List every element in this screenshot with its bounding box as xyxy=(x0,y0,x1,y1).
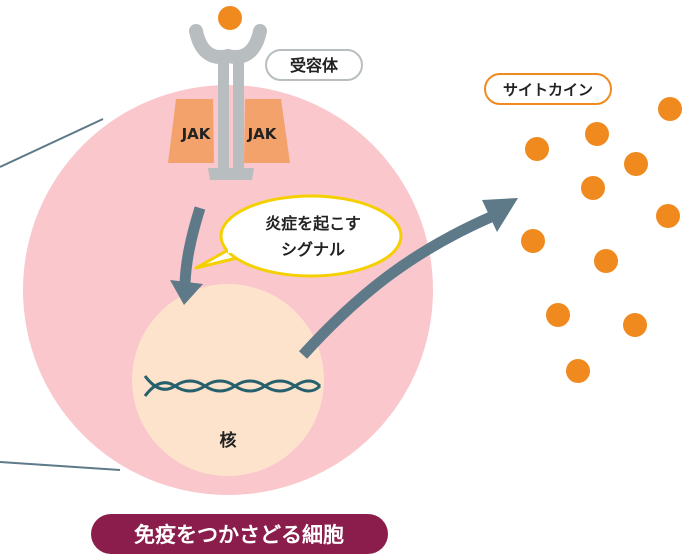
cytokine-dot xyxy=(521,229,545,253)
jak-right-label: JAK xyxy=(247,125,278,143)
cytokine-dot xyxy=(594,249,618,273)
cytokine-label: サイトカイン xyxy=(503,81,593,99)
receptor-label: 受容体 xyxy=(290,56,339,75)
cell-title: 免疫をつかさどる細胞 xyxy=(134,523,344,547)
signal-callout-tail-cover xyxy=(228,243,248,253)
signal-callout-bubble xyxy=(219,194,403,278)
receptor-base xyxy=(208,168,254,180)
cytokine-dot xyxy=(581,176,605,200)
dna-strand-b xyxy=(143,379,322,397)
receptor-stem-right xyxy=(233,52,244,170)
pointer-line-top xyxy=(0,118,104,168)
cytokine-label-pill xyxy=(484,73,612,105)
cytokine-dot xyxy=(585,122,609,146)
signal-arrow-head xyxy=(170,280,203,305)
cytokine-dots xyxy=(521,97,682,383)
jak-left-shape xyxy=(168,99,214,163)
cytokine-arrow-shaft xyxy=(298,210,496,359)
signal-arrow-shaft xyxy=(179,206,206,284)
receptor-stem-left xyxy=(218,52,229,170)
jak-right-shape xyxy=(244,99,290,163)
jak-left-label: JAK xyxy=(181,125,212,143)
cytokine-dot xyxy=(656,204,680,228)
pointer-line-bottom xyxy=(0,461,121,471)
cell-title-banner xyxy=(91,514,388,554)
receptor-label-pill xyxy=(265,49,363,81)
cytokine-dot xyxy=(658,97,682,121)
cytokine-dot xyxy=(623,313,647,337)
nucleus-label: 核 xyxy=(220,430,237,451)
nucleus xyxy=(132,284,324,476)
cytokine-dot xyxy=(546,303,570,327)
cytokine-arrow-head xyxy=(482,198,518,232)
signal-callout-line2: シグナル xyxy=(281,240,345,259)
cytokine-dot xyxy=(525,137,549,161)
bound-cytokine-dot xyxy=(218,6,242,30)
cytokine-dot xyxy=(624,152,648,176)
cytokine-dot xyxy=(566,359,590,383)
signal-callout-line1: 炎症を起こす xyxy=(265,214,361,233)
